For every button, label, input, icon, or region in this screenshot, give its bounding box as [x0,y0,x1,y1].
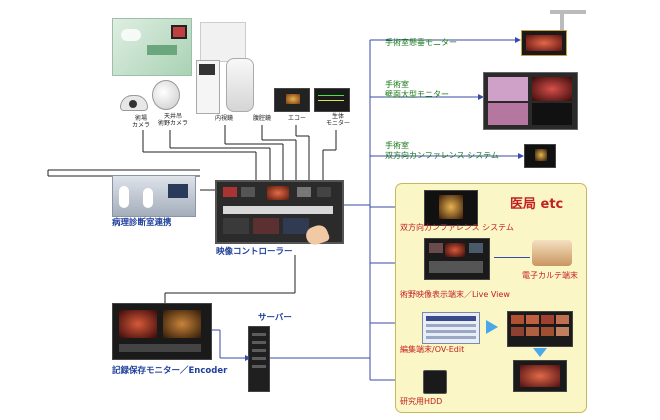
equipment-label-endoscope: 内視鏡 [208,115,240,122]
server-rack [248,326,270,392]
recorder-label: 記録保存モニター／Encoder [112,366,227,376]
research-hdd-icon [423,370,447,394]
suspended-monitor-arm [550,10,586,14]
emr-terminal-image [532,240,572,266]
conference-monitor [524,144,556,168]
equipment-label-laparoscope: 腹腔鏡 [247,115,277,122]
equipment-label-room-camera: 術場 カメラ [126,115,156,129]
server-label: サーバー [258,313,292,323]
edited-thumbnail-grid [507,311,573,347]
office-item-hdd: 研究用HDD [400,397,442,407]
edit-terminal [422,312,480,344]
operating-room-illustration [112,18,192,76]
pathology-room-photo [112,175,196,217]
equipment-label-echo: エコー [283,115,311,122]
monitor-label-wall: 手術室 壁面大型モニター [385,80,449,100]
equipment-label-ceiling-camera: 天井吊 術野カメラ [158,113,188,127]
connector-arrow [494,257,530,258]
monitor-label-suspended: 手術室懸垂モニター [385,38,457,48]
office-conference-screen [424,190,478,226]
office-item-conference: 双方向カンファレンス システム [400,223,514,233]
wall-monitor [483,72,578,130]
edited-video-screen [513,360,567,392]
arrow-down-icon [533,348,547,357]
ceiling-surgical-camera [152,80,180,110]
monitor-label-conference: 手術室 双方向カンファレンス システム [385,141,499,161]
pathology-label: 病理診断室連携 [112,218,172,228]
arrow-right-icon [486,320,498,334]
suspended-monitor [521,30,567,56]
laparoscope-arm [226,58,254,112]
vital-monitor-trace [318,100,344,101]
office-item-live-view: 術野映像表示端末／Live View [400,290,510,300]
room-camera-lens [129,100,137,108]
controller-label: 映像コントローラー [216,247,293,257]
ceiling-fixture [200,22,246,62]
endoscope-tower-screen [199,64,215,75]
office-item-edit: 編集端末/OV-Edit [400,345,464,355]
live-view-terminal [424,238,490,280]
office-item-emr: 電子カルテ端末 [522,271,578,281]
vital-monitor-trace [318,95,344,96]
medical-office-title: 医局 etc [510,193,563,212]
recorder-monitor [112,303,212,360]
echo-image [286,94,300,104]
equipment-label-vital-monitor: 生体 モニター [324,113,352,127]
